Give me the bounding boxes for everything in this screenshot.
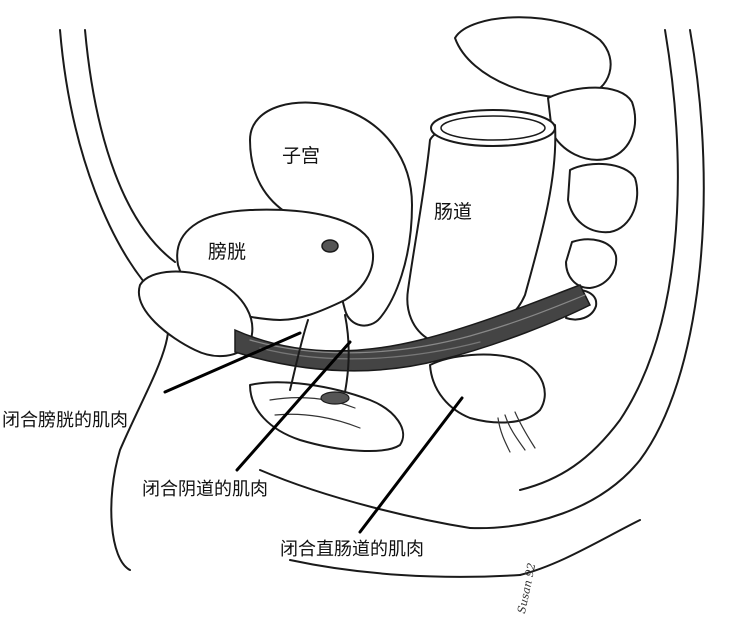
leader-rectal (358, 396, 464, 534)
vertebra-1 (454, 16, 612, 99)
rectum-opening-inner (440, 115, 546, 141)
vaginal-sphincter-label: 闭合阴道的肌肉 (142, 479, 268, 500)
muscle-striation-1 (249, 294, 586, 354)
back-outer (469, 29, 705, 530)
leader-vaginal (235, 340, 352, 472)
buttock-contour (519, 519, 641, 576)
vertebra-4 (565, 238, 618, 289)
pelvic-floor-muscle (234, 284, 592, 372)
anal-canal (429, 353, 546, 424)
anal-folds (497, 411, 536, 453)
bladder-label: 膀胱 (208, 241, 247, 263)
rectal-sphincter-label: 闭合直肠道的肌肉 (280, 539, 424, 560)
leader-bladder (163, 331, 302, 394)
vaginal-opening (320, 391, 350, 405)
abdominal-wall-inner (84, 29, 176, 263)
lower-contour (259, 469, 471, 529)
labia (269, 397, 361, 429)
rectum-label: 肠道 (434, 201, 473, 223)
vagina (344, 314, 350, 393)
vertebra-2 (547, 86, 636, 161)
vertebra-3 (567, 162, 639, 234)
leg-contour (289, 559, 521, 578)
bladder-sphincter-label: 闭合膀胱的肌肉 (2, 410, 128, 431)
muscle-striation-2 (259, 341, 481, 360)
ureter-opening (321, 239, 339, 253)
uterus-label: 子宫 (282, 145, 321, 167)
perineum (249, 381, 405, 452)
back-inner (519, 29, 679, 491)
urethra (289, 319, 309, 391)
